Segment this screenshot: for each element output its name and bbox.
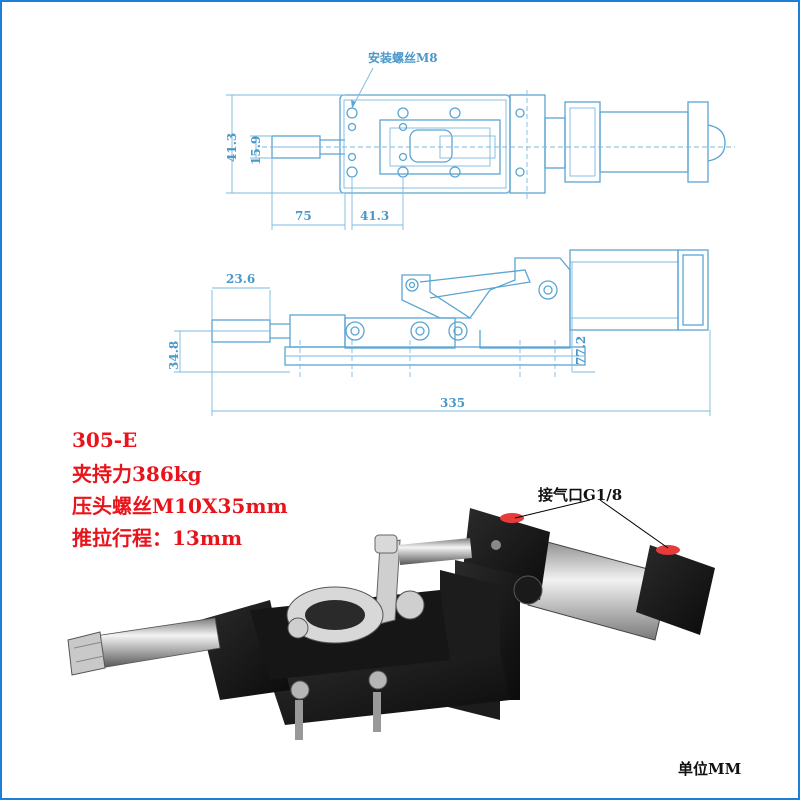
dim-height-total-top: 41.3 — [225, 133, 239, 162]
dim-height-body: 77.2 — [574, 336, 588, 365]
spec-model: 305-E — [72, 428, 138, 452]
dim-height-inner-top: 15.9 — [249, 136, 263, 165]
dim-len-plunger: 75 — [295, 209, 312, 223]
dim-len-front: 23.6 — [226, 272, 255, 286]
spec-clamp-force: 夹持力386kg — [72, 462, 202, 486]
mount-screw-label: 安装螺丝M8 — [368, 50, 438, 65]
dim-height-base: 34.8 — [167, 341, 181, 370]
spec-stroke: 推拉行程：13mm — [72, 526, 243, 550]
side-view: 34.8 77.2 23.6 335 — [167, 249, 711, 416]
unit-label: 单位MM — [678, 760, 742, 778]
air-port-label: 接气口G1/8 — [538, 486, 623, 504]
top-view: 安装螺丝M8 41.3 15.9 75 41.3 — [225, 50, 735, 230]
dim-len-base: 41.3 — [360, 209, 389, 223]
dim-len-total: 335 — [440, 396, 465, 410]
spec-screw: 压头螺丝M10X35mm — [72, 494, 288, 518]
